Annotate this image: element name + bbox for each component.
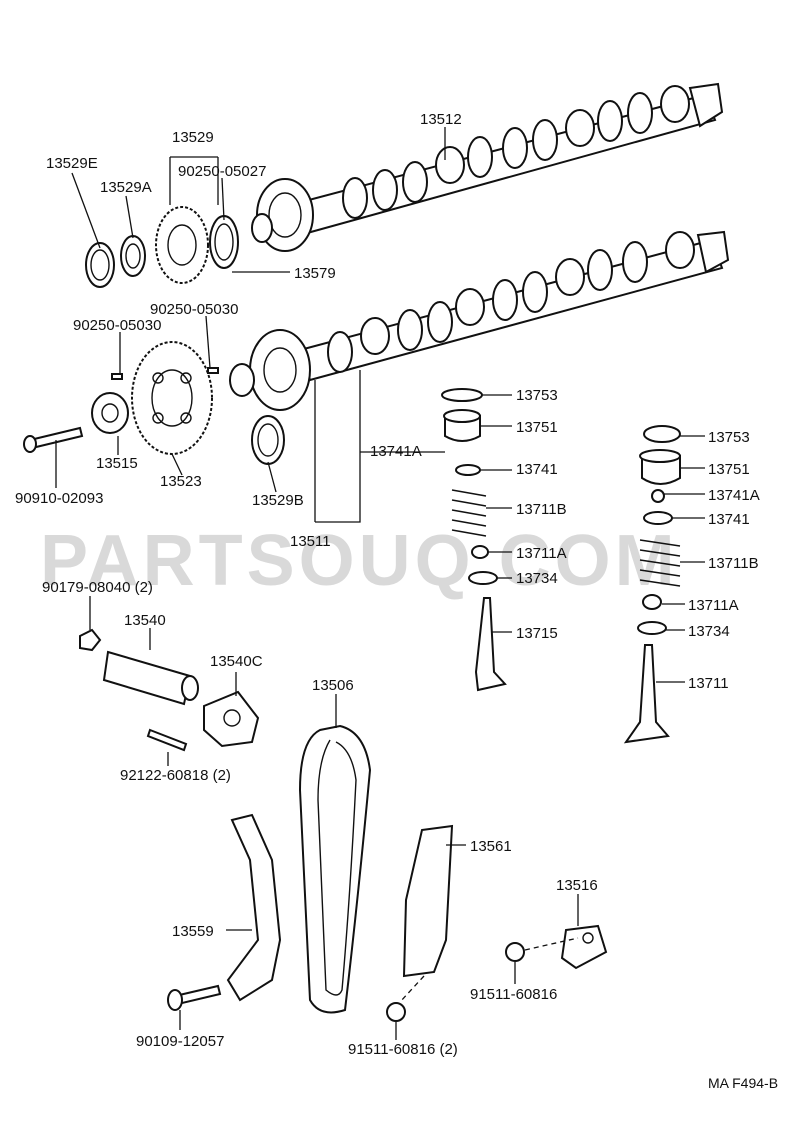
diagram-code: MA F494-B [708,1075,778,1091]
label-92122-60818[interactable]: 92122-60818 (2) [120,767,231,784]
watermark: PARTSOUQ.COM [40,521,679,601]
label-13561[interactable]: 13561 [470,838,512,855]
label-13741-left[interactable]: 13741 [516,461,558,478]
gear-13523[interactable] [131,341,213,455]
label-13516[interactable]: 13516 [556,877,598,894]
nut-90179-08040[interactable] [79,628,102,652]
label-13559[interactable]: 13559 [172,923,214,940]
label-13734-right[interactable]: 13734 [688,623,730,640]
chain-vibration-damper-13561[interactable] [402,824,454,978]
ring-13579[interactable] [209,215,239,269]
label-90910-02093[interactable]: 90910-02093 [15,490,103,507]
label-13529B[interactable]: 13529B [252,492,304,509]
label-13741A-right[interactable]: 13741A [708,487,760,504]
label-13515[interactable]: 13515 [96,455,138,472]
label-13523[interactable]: 13523 [160,473,202,490]
label-90250-05027[interactable]: 90250-05027 [178,163,266,180]
label-13511[interactable]: 13511 [290,533,331,550]
label-90109-12057[interactable]: 90109-12057 [136,1033,224,1050]
label-13540C[interactable]: 13540C [210,653,263,670]
part-labels: 13512 13529 13529E 13529A 90250-05027 13… [15,111,760,1058]
label-13711A-right[interactable]: 13711A [688,597,739,614]
bolt-90109-12057[interactable] [167,984,222,1011]
label-90250-05030-a[interactable]: 90250-05030 [150,301,238,318]
label-91511-60816[interactable]: 91511-60816 [470,986,557,1003]
label-13711B-right[interactable]: 13711B [708,555,759,572]
valve-assembly-exhaust [623,425,681,744]
timing-chain-13506[interactable] [298,724,372,1014]
chain-tensioner-slipper-13559[interactable] [226,813,282,1002]
label-13751-right[interactable]: 13751 [708,461,750,478]
label-13751-left[interactable]: 13751 [516,419,558,436]
leader-lines [55,127,705,1040]
camshaft-13511[interactable] [298,230,730,382]
label-13753-right[interactable]: 13753 [708,429,750,446]
label-13711A-left[interactable]: 13711A [516,545,567,562]
label-13540[interactable]: 13540 [124,612,166,629]
label-13512[interactable]: 13512 [420,111,462,128]
washer-13529A[interactable] [120,235,146,277]
oil-nozzle-13516[interactable] [560,924,608,970]
label-13741-right[interactable]: 13741 [708,511,750,528]
valve-assembly-intake [441,388,507,692]
label-91511-60816-2[interactable]: 91511-60816 (2) [348,1041,458,1058]
label-13753-left[interactable]: 13753 [516,387,558,404]
label-13734-left[interactable]: 13734 [516,570,558,587]
stud-92122-60818[interactable] [146,728,188,752]
bolt-91511-60816-pair[interactable] [386,1002,406,1022]
cam-gear-upper [251,178,314,252]
tensioner-13540[interactable] [102,650,199,706]
label-13529[interactable]: 13529 [172,129,214,146]
label-13529E[interactable]: 13529E [46,155,98,172]
gear-13529[interactable] [155,206,209,284]
label-13715[interactable]: 13715 [516,625,558,642]
label-13579[interactable]: 13579 [294,265,336,282]
label-13506[interactable]: 13506 [312,677,354,694]
label-90179-08040[interactable]: 90179-08040 (2) [42,579,153,596]
camshaft-13512[interactable] [288,82,724,237]
label-13711B-left[interactable]: 13711B [516,501,567,518]
gasket-13540C[interactable] [203,690,260,748]
hub-13515[interactable] [91,392,129,434]
label-90250-05030-b[interactable]: 90250-05030 [73,317,161,334]
label-13741A-left[interactable]: 13741A [370,443,422,460]
bolt-90910-02093[interactable] [23,426,84,453]
cam-gear-lower [229,329,311,411]
pin-90250-05030[interactable] [111,367,219,380]
bolt-91511-60816[interactable] [505,942,525,962]
ring-13529B[interactable] [251,415,285,465]
snap-ring-13529E[interactable] [85,242,115,288]
label-13711[interactable]: 13711 [688,675,729,692]
label-13529A[interactable]: 13529A [100,179,152,196]
